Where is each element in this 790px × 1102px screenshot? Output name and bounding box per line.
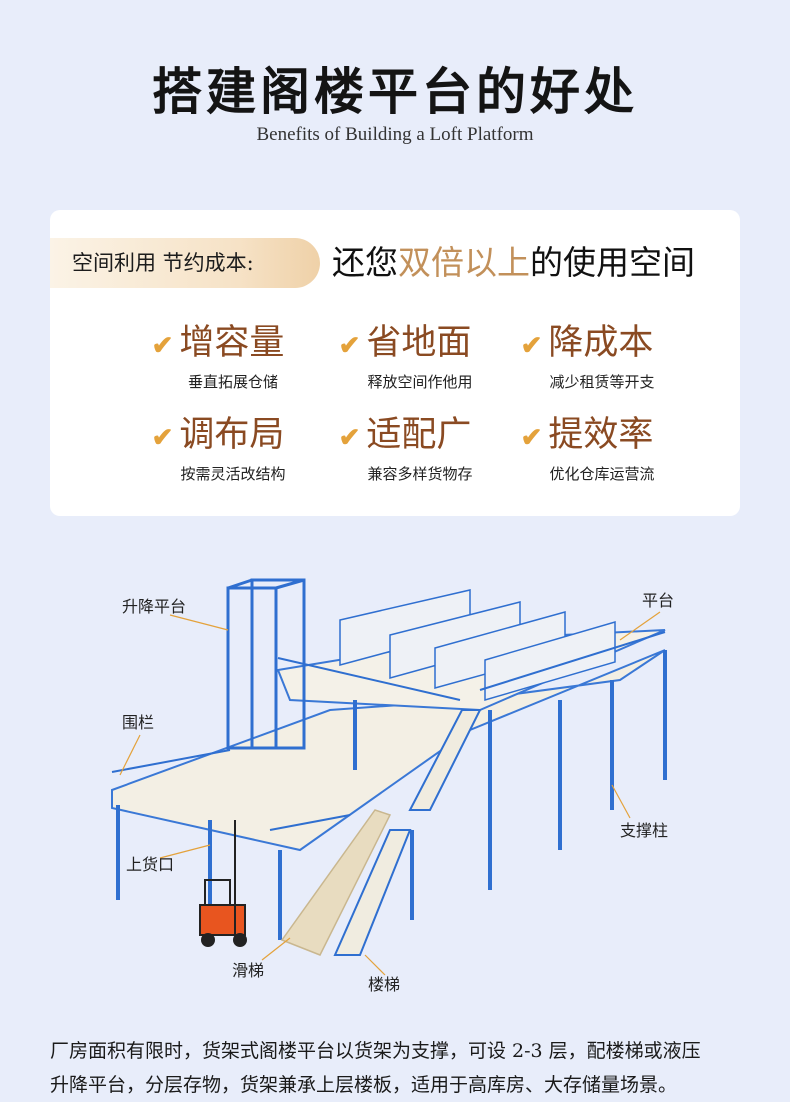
benefits-card: 空间利用 节约成本: 还您双倍以上的使用空间 ✔增容量 垂直拓展仓储 ✔省地面 …: [50, 210, 740, 516]
slide: [280, 809, 392, 956]
check-icon: ✔: [338, 331, 361, 361]
forklift: [199, 820, 247, 947]
feature-name: 增容量: [179, 323, 285, 363]
headline: 还您双倍以上的使用空间: [332, 240, 695, 286]
feature-desc: 兼容多样货物存: [367, 465, 473, 483]
feature-item: ✔适配广 兼容多样货物存: [305, 414, 505, 484]
description-line: 升降平台，分层存物，货架兼承上层楼板，适用于高库房、大存储量场景。: [50, 1074, 678, 1096]
description-line: 厂房面积有限时，货架式阁楼平台以货架为支撑，可设 2-3 层，配楼梯或液压: [50, 1040, 701, 1062]
feature-item: ✔调布局 按需灵活改结构: [118, 414, 318, 484]
feature-desc: 释放空间作他用: [367, 373, 473, 391]
feature-name: 省地面: [366, 323, 472, 363]
stairs: [333, 709, 482, 956]
support-columns: [116, 650, 667, 940]
headline-prefix: 还您: [332, 243, 398, 282]
check-icon: ✔: [520, 331, 543, 361]
feature-name: 适配广: [366, 415, 472, 455]
feature-desc: 按需灵活改结构: [180, 465, 286, 483]
description: 厂房面积有限时，货架式阁楼平台以货架为支撑，可设 2-3 层，配楼梯或液压 升降…: [50, 1034, 770, 1102]
feature-item: ✔降成本 减少租赁等开支: [487, 322, 687, 392]
feature-name: 调布局: [179, 415, 285, 455]
check-icon: ✔: [151, 423, 174, 453]
benefit-tag: 空间利用 节约成本:: [50, 238, 320, 288]
feature-name: 降成本: [548, 323, 654, 363]
feature-name: 提效率: [548, 415, 654, 455]
page-title: 搭建阁楼平台的好处: [152, 62, 638, 121]
label-lift: 升降平台: [122, 597, 186, 616]
headline-suffix: 的使用空间: [530, 243, 695, 282]
page-subtitle: Benefits of Building a Loft Platform: [256, 124, 534, 145]
label-column: 支撑柱: [620, 821, 668, 840]
label-platform: 平台: [642, 591, 674, 610]
label-stairs: 楼梯: [368, 975, 400, 994]
check-icon: ✔: [151, 331, 174, 361]
feature-item: ✔提效率 优化仓库运营流: [487, 414, 687, 484]
feature-item: ✔省地面 释放空间作他用: [305, 322, 505, 392]
check-icon: ✔: [520, 423, 543, 453]
feature-item: ✔增容量 垂直拓展仓储: [118, 322, 318, 392]
label-leaders: [119, 611, 661, 976]
label-slide: 滑梯: [232, 961, 264, 980]
railings: [111, 631, 666, 831]
headline-highlight: 双倍以上: [398, 243, 530, 282]
label-loading: 上货口: [126, 855, 174, 874]
label-railing: 围栏: [122, 713, 154, 732]
check-icon: ✔: [338, 423, 361, 453]
loft-platform-illustration: 升降平台 平台 围栏 支撑柱 上货口 滑梯 楼梯: [111, 578, 674, 994]
feature-desc: 垂直拓展仓储: [187, 373, 278, 391]
feature-desc: 优化仓库运营流: [549, 465, 655, 483]
storage-racks: [339, 589, 616, 702]
feature-desc: 减少租赁等开支: [549, 373, 655, 391]
